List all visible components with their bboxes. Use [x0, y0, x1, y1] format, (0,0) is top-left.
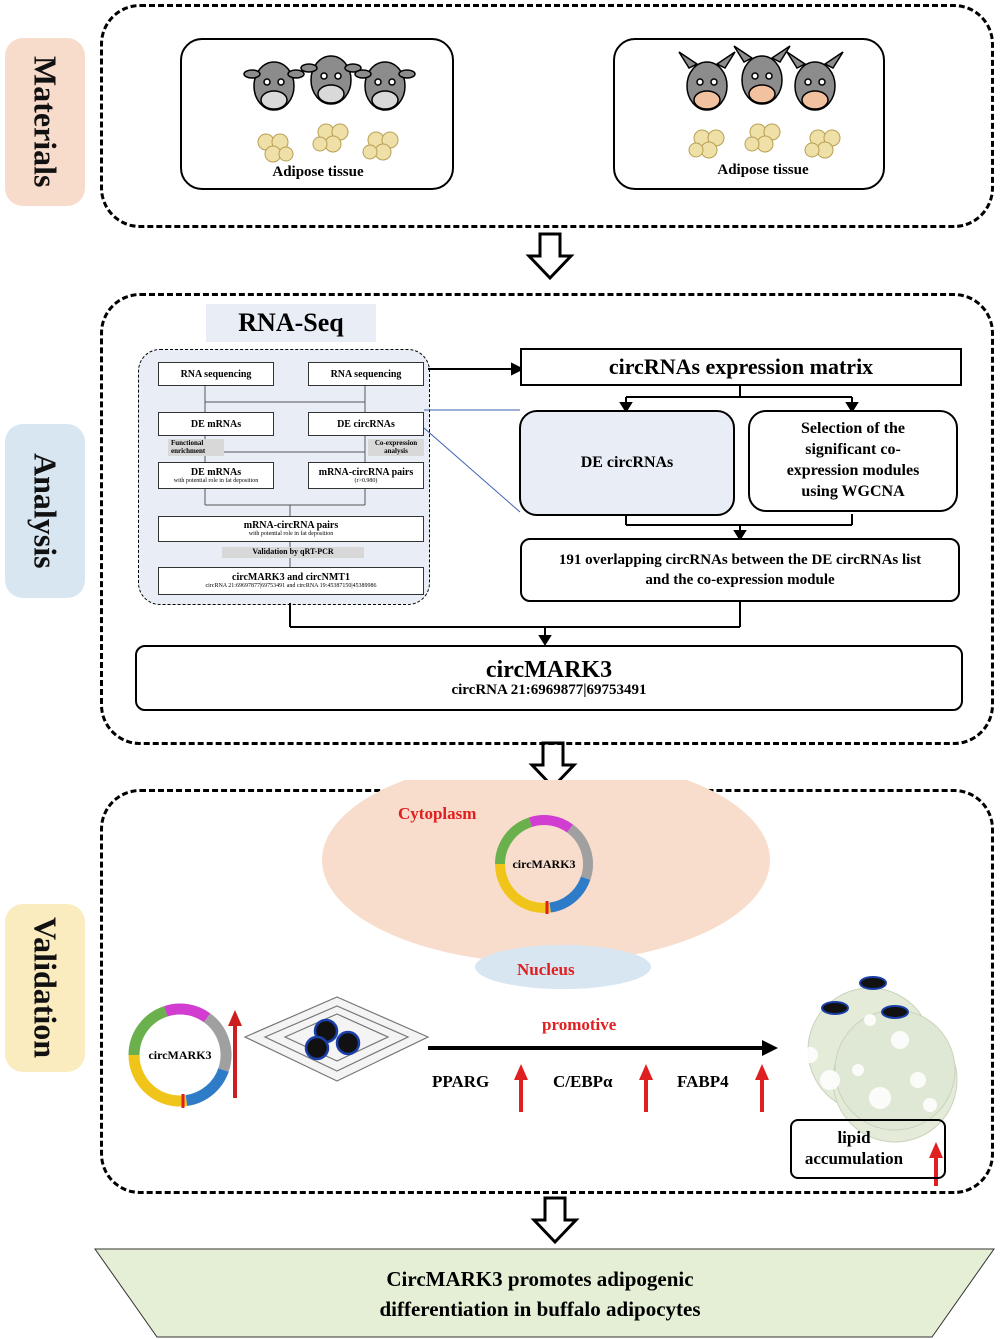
- materials-left-caption: Adipose tissue: [272, 164, 364, 180]
- up-arrow-icon: [228, 1010, 242, 1098]
- circmark3-result-subtitle: circRNA 21:6969877|69753491: [451, 681, 647, 698]
- down-arrow-icon: [530, 1196, 580, 1245]
- functional-enrichment-tag: Functional enrichment: [168, 439, 224, 457]
- circmark3-result-title: circMARK3: [485, 656, 613, 683]
- materials-illustration: [243, 45, 844, 163]
- wgcna-box: Selection of the significant co-expressi…: [748, 410, 958, 512]
- nucleus-label: Nucleus: [517, 960, 575, 979]
- svg-text:circMARK3: circMARK3: [148, 1048, 211, 1062]
- gene-fabp4: FABP4: [677, 1072, 729, 1091]
- mrna-circrna-pairs-box: mRNA-circRNA pairs(r>0.980): [308, 462, 424, 489]
- promotive-label: promotive: [542, 1015, 617, 1034]
- lipid-accumulation-box: lipid accumulation: [790, 1119, 946, 1179]
- validation-label: Validation: [5, 904, 85, 1072]
- de-circrnas-box-large: DE circRNAs: [519, 410, 735, 516]
- de-circrnas-box: DE circRNAs: [308, 412, 424, 436]
- circmark3-diagram: circMARK3: [495, 815, 593, 914]
- analysis-panel: [100, 293, 994, 745]
- cytoplasm-label: Cytoplasm: [398, 804, 477, 823]
- adipocyte-cluster-icon: [257, 123, 841, 163]
- de-mrnas-box: DE mRNAs: [158, 412, 274, 436]
- down-arrow-icon: [525, 232, 575, 281]
- conclusion-banner: [94, 1248, 995, 1338]
- materials-left-box: [180, 38, 454, 190]
- materials-right-caption: Adipose tissue: [717, 162, 809, 178]
- coexpression-analysis-tag: Co-expression analysis: [368, 439, 424, 457]
- cytoplasm-shape: [322, 780, 770, 963]
- lipid-accumulation-label: lipid accumulation: [804, 1128, 904, 1169]
- circmark3-result-box: circMARK3 circRNA 21:6969877|69753491: [135, 645, 963, 711]
- rnaseq-workflow-connectors: [204, 362, 859, 646]
- buffalo-icon: [243, 55, 416, 111]
- svg-text:circMARK3: circMARK3: [512, 857, 575, 871]
- buffalo-icon: [678, 45, 844, 111]
- adipocyte-icon: [802, 976, 958, 1143]
- rnaseq-title: RNA-Seq: [206, 304, 376, 342]
- validation-qrt-tag: Validation by qRT-PCR: [222, 547, 364, 558]
- conclusion-text: CircMARK3 promotes adipogenic differenti…: [379, 1267, 701, 1322]
- materials-right-box: [613, 38, 885, 190]
- down-arrow-icon: [528, 741, 578, 790]
- up-arrow-icon: [514, 1064, 943, 1186]
- circrnas-expression-matrix-box: circRNAs expression matrix: [520, 348, 962, 386]
- overlapping-circrnas-box: 191 overlapping circRNAs between the DE …: [520, 538, 960, 602]
- analysis-label: Analysis: [5, 424, 85, 598]
- gene-cebpa: C/EBPα: [553, 1072, 613, 1091]
- rna-seq-left-box: RNA sequencing: [158, 362, 274, 386]
- materials-label: Materials: [5, 38, 85, 206]
- nucleus-shape: [475, 945, 651, 989]
- circmark3-diagram: circMARK3: [128, 1003, 232, 1108]
- promotive-arrow-icon: [428, 1040, 778, 1056]
- cell-illustration: circMARK3 circMARK3: [128, 780, 958, 1186]
- gene-pparg: PPARG: [432, 1072, 490, 1091]
- materials-panel: [100, 4, 994, 228]
- cell-dots: [304, 1018, 361, 1061]
- rna-seq-right-box: RNA sequencing: [308, 362, 424, 386]
